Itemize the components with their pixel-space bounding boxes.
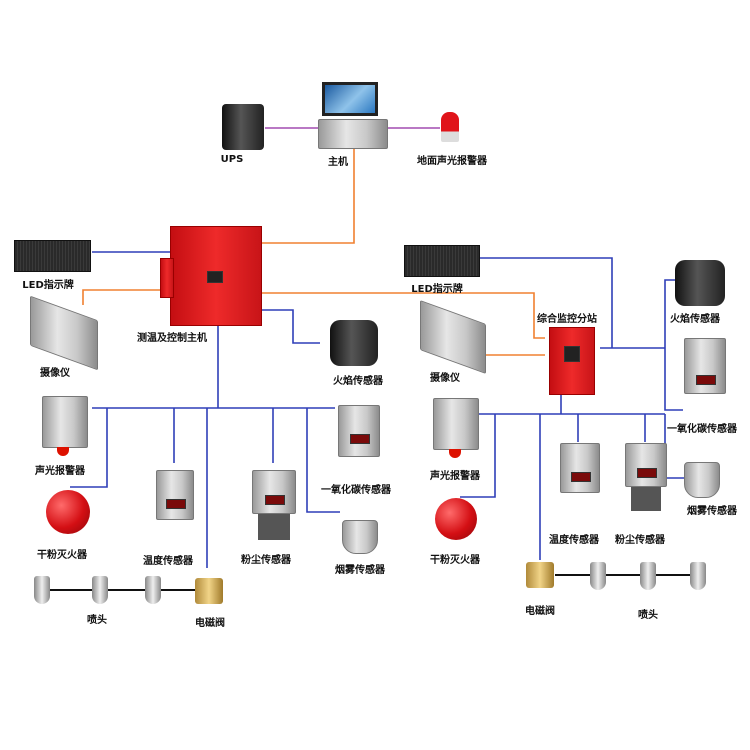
smoke-right-label: 烟雾传感器	[687, 506, 737, 517]
dust-left-label: 粉尘传感器	[241, 555, 291, 566]
ups-label: UPS	[220, 154, 244, 165]
led-left-label: LED指示牌	[22, 280, 74, 291]
monitoring-substation	[549, 327, 595, 395]
dust-sensor-left	[252, 470, 296, 514]
flame-sensor-left	[330, 320, 378, 366]
alarm-lamp	[449, 449, 461, 458]
extinguisher-right	[435, 498, 477, 540]
camera-left-label: 摄像仪	[40, 368, 70, 379]
temp-sensor-left	[156, 470, 194, 520]
camera-right-label: 摄像仪	[430, 373, 460, 384]
dust-sensor-right	[625, 443, 667, 487]
flame-sensor-right	[675, 260, 725, 306]
sprinkler-nozzle	[34, 576, 50, 604]
co-left-label: 一氧化碳传感器	[321, 485, 391, 496]
led-sign-right	[404, 245, 480, 277]
led-right-label: LED指示牌	[411, 284, 463, 295]
sprinkler-nozzle	[690, 562, 706, 590]
alarm-left-label: 声光报警器	[35, 466, 85, 477]
host-monitor	[322, 82, 378, 116]
dust-sensor-base	[631, 487, 661, 511]
sprinkler-nozzle	[590, 562, 606, 590]
led-sign-left	[14, 240, 91, 272]
sprinkler-nozzle	[640, 562, 656, 590]
host-label: 主机	[328, 157, 348, 168]
audio-alarm-left	[42, 396, 88, 448]
alarm-right-label: 声光报警器	[430, 471, 480, 482]
nozzle-left-label: 喷头	[87, 615, 107, 626]
co-right-label: 一氧化碳传感器	[667, 424, 737, 435]
dust-right-label: 粉尘传感器	[615, 535, 665, 546]
network-links	[82, 148, 545, 356]
ground-alarm-light	[441, 112, 459, 142]
camera-left-link	[82, 289, 165, 305]
ups-device	[222, 104, 264, 150]
nozzle-right-label: 喷头	[638, 610, 658, 621]
smoke-left-label: 烟雾传感器	[335, 565, 385, 576]
smoke-sensor-right	[684, 462, 720, 498]
extinguisher-left-label: 干粉灭火器	[37, 550, 87, 561]
flame-right-label: 火焰传感器	[670, 314, 720, 325]
controller-station-link	[262, 292, 545, 339]
controller-door	[160, 258, 174, 298]
host-controller-link	[260, 148, 355, 244]
sprinkler-nozzle	[92, 576, 108, 604]
sprinkler-nozzle	[145, 576, 161, 604]
solenoid-valve-left	[195, 578, 223, 604]
station-label: 综合监控分站	[537, 314, 597, 325]
controller-device	[170, 226, 262, 326]
flame-left-label: 火焰传感器	[333, 376, 383, 387]
temp-right-label: 温度传感器	[549, 535, 599, 546]
smoke-sensor-left	[342, 520, 378, 554]
signal-links	[70, 251, 695, 568]
extinguisher-left	[46, 490, 90, 534]
co-sensor-right	[684, 338, 726, 394]
co-sensor-left	[338, 405, 380, 457]
temp-left-label: 温度传感器	[143, 556, 193, 567]
valve-right-label: 电磁阀	[525, 606, 555, 617]
solenoid-valve-right	[526, 562, 554, 588]
valve-left-label: 电磁阀	[195, 618, 225, 629]
controller-label: 测温及控制主机	[137, 333, 207, 344]
alarm-lamp	[57, 447, 69, 456]
extinguisher-right-label: 干粉灭火器	[430, 555, 480, 566]
dust-sensor-base	[258, 514, 290, 540]
temp-sensor-right	[560, 443, 600, 493]
sprinkler-pipes	[45, 574, 700, 591]
ground-alarm-label: 地面声光报警器	[417, 156, 487, 167]
host-chassis	[318, 119, 388, 149]
audio-alarm-right	[433, 398, 479, 450]
